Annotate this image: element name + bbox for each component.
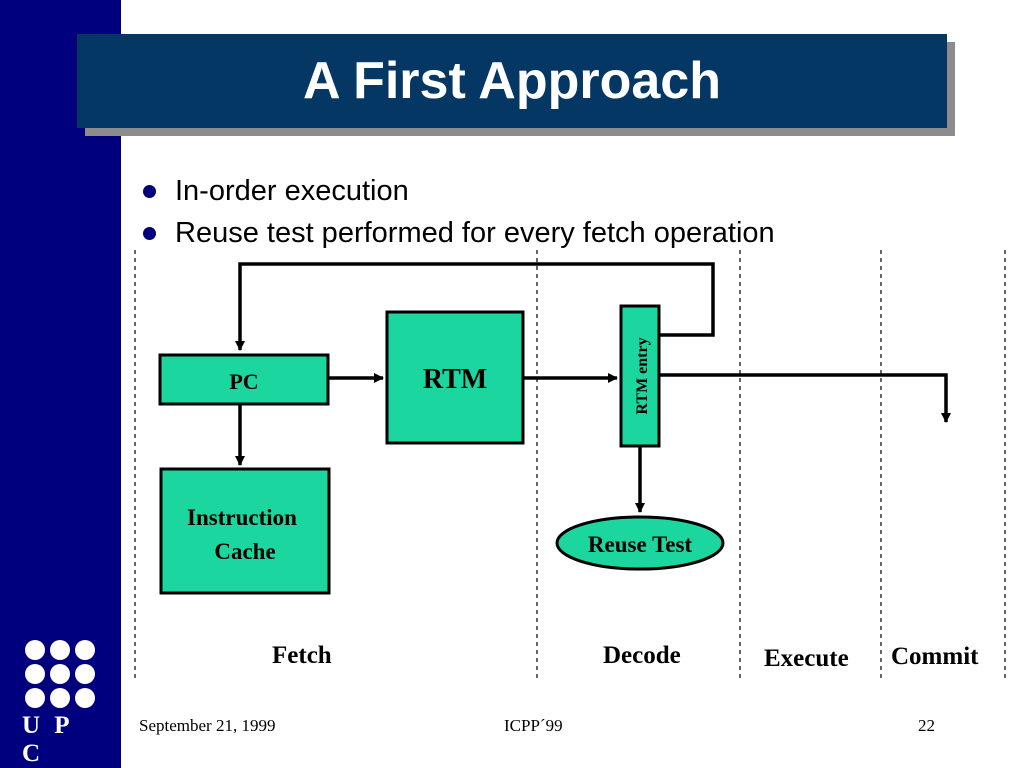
bullet-dot-icon <box>143 226 156 240</box>
icache-box <box>159 467 331 595</box>
feedback-arrow <box>235 262 715 351</box>
rtm-entry-label: RTM entry <box>634 337 651 414</box>
pc-box <box>158 353 330 406</box>
slide-title: A First Approach <box>303 52 721 110</box>
stage-execute: Execute <box>764 645 849 672</box>
footer-date: September 21, 1999 <box>139 716 276 735</box>
reuse-test-ellipse <box>555 515 725 571</box>
rtm-label: RTM <box>423 364 487 395</box>
bullet-item: In-order execution <box>140 170 775 212</box>
bullet-dot-icon <box>143 184 156 198</box>
icache-label-line1: Instruction <box>187 505 297 530</box>
stage-commit: Commit <box>891 643 979 670</box>
bullet-text: Reuse test performed for every fetch ope… <box>175 216 775 249</box>
stage-fetch: Fetch <box>272 642 332 669</box>
icache-label-line2: Cache <box>214 539 275 564</box>
upc-logo-dots <box>25 640 97 708</box>
footer-conference: ICPP´99 <box>504 716 563 735</box>
bullet-list: In-order execution Reuse test performed … <box>140 170 775 254</box>
title-bar: A First Approach <box>77 34 947 128</box>
stage-decode: Decode <box>603 642 681 669</box>
reuse-test-label: Reuse Test <box>588 532 692 557</box>
rtm-box <box>385 310 525 445</box>
pc-label: PC <box>229 369 258 394</box>
upc-logo-text: U P C <box>22 712 73 767</box>
bullet-item: Reuse test performed for every fetch ope… <box>140 212 775 254</box>
entry-to-commit-arrow <box>659 373 951 423</box>
bullet-text: In-order execution <box>175 174 409 207</box>
footer-page-number: 22 <box>918 716 935 735</box>
